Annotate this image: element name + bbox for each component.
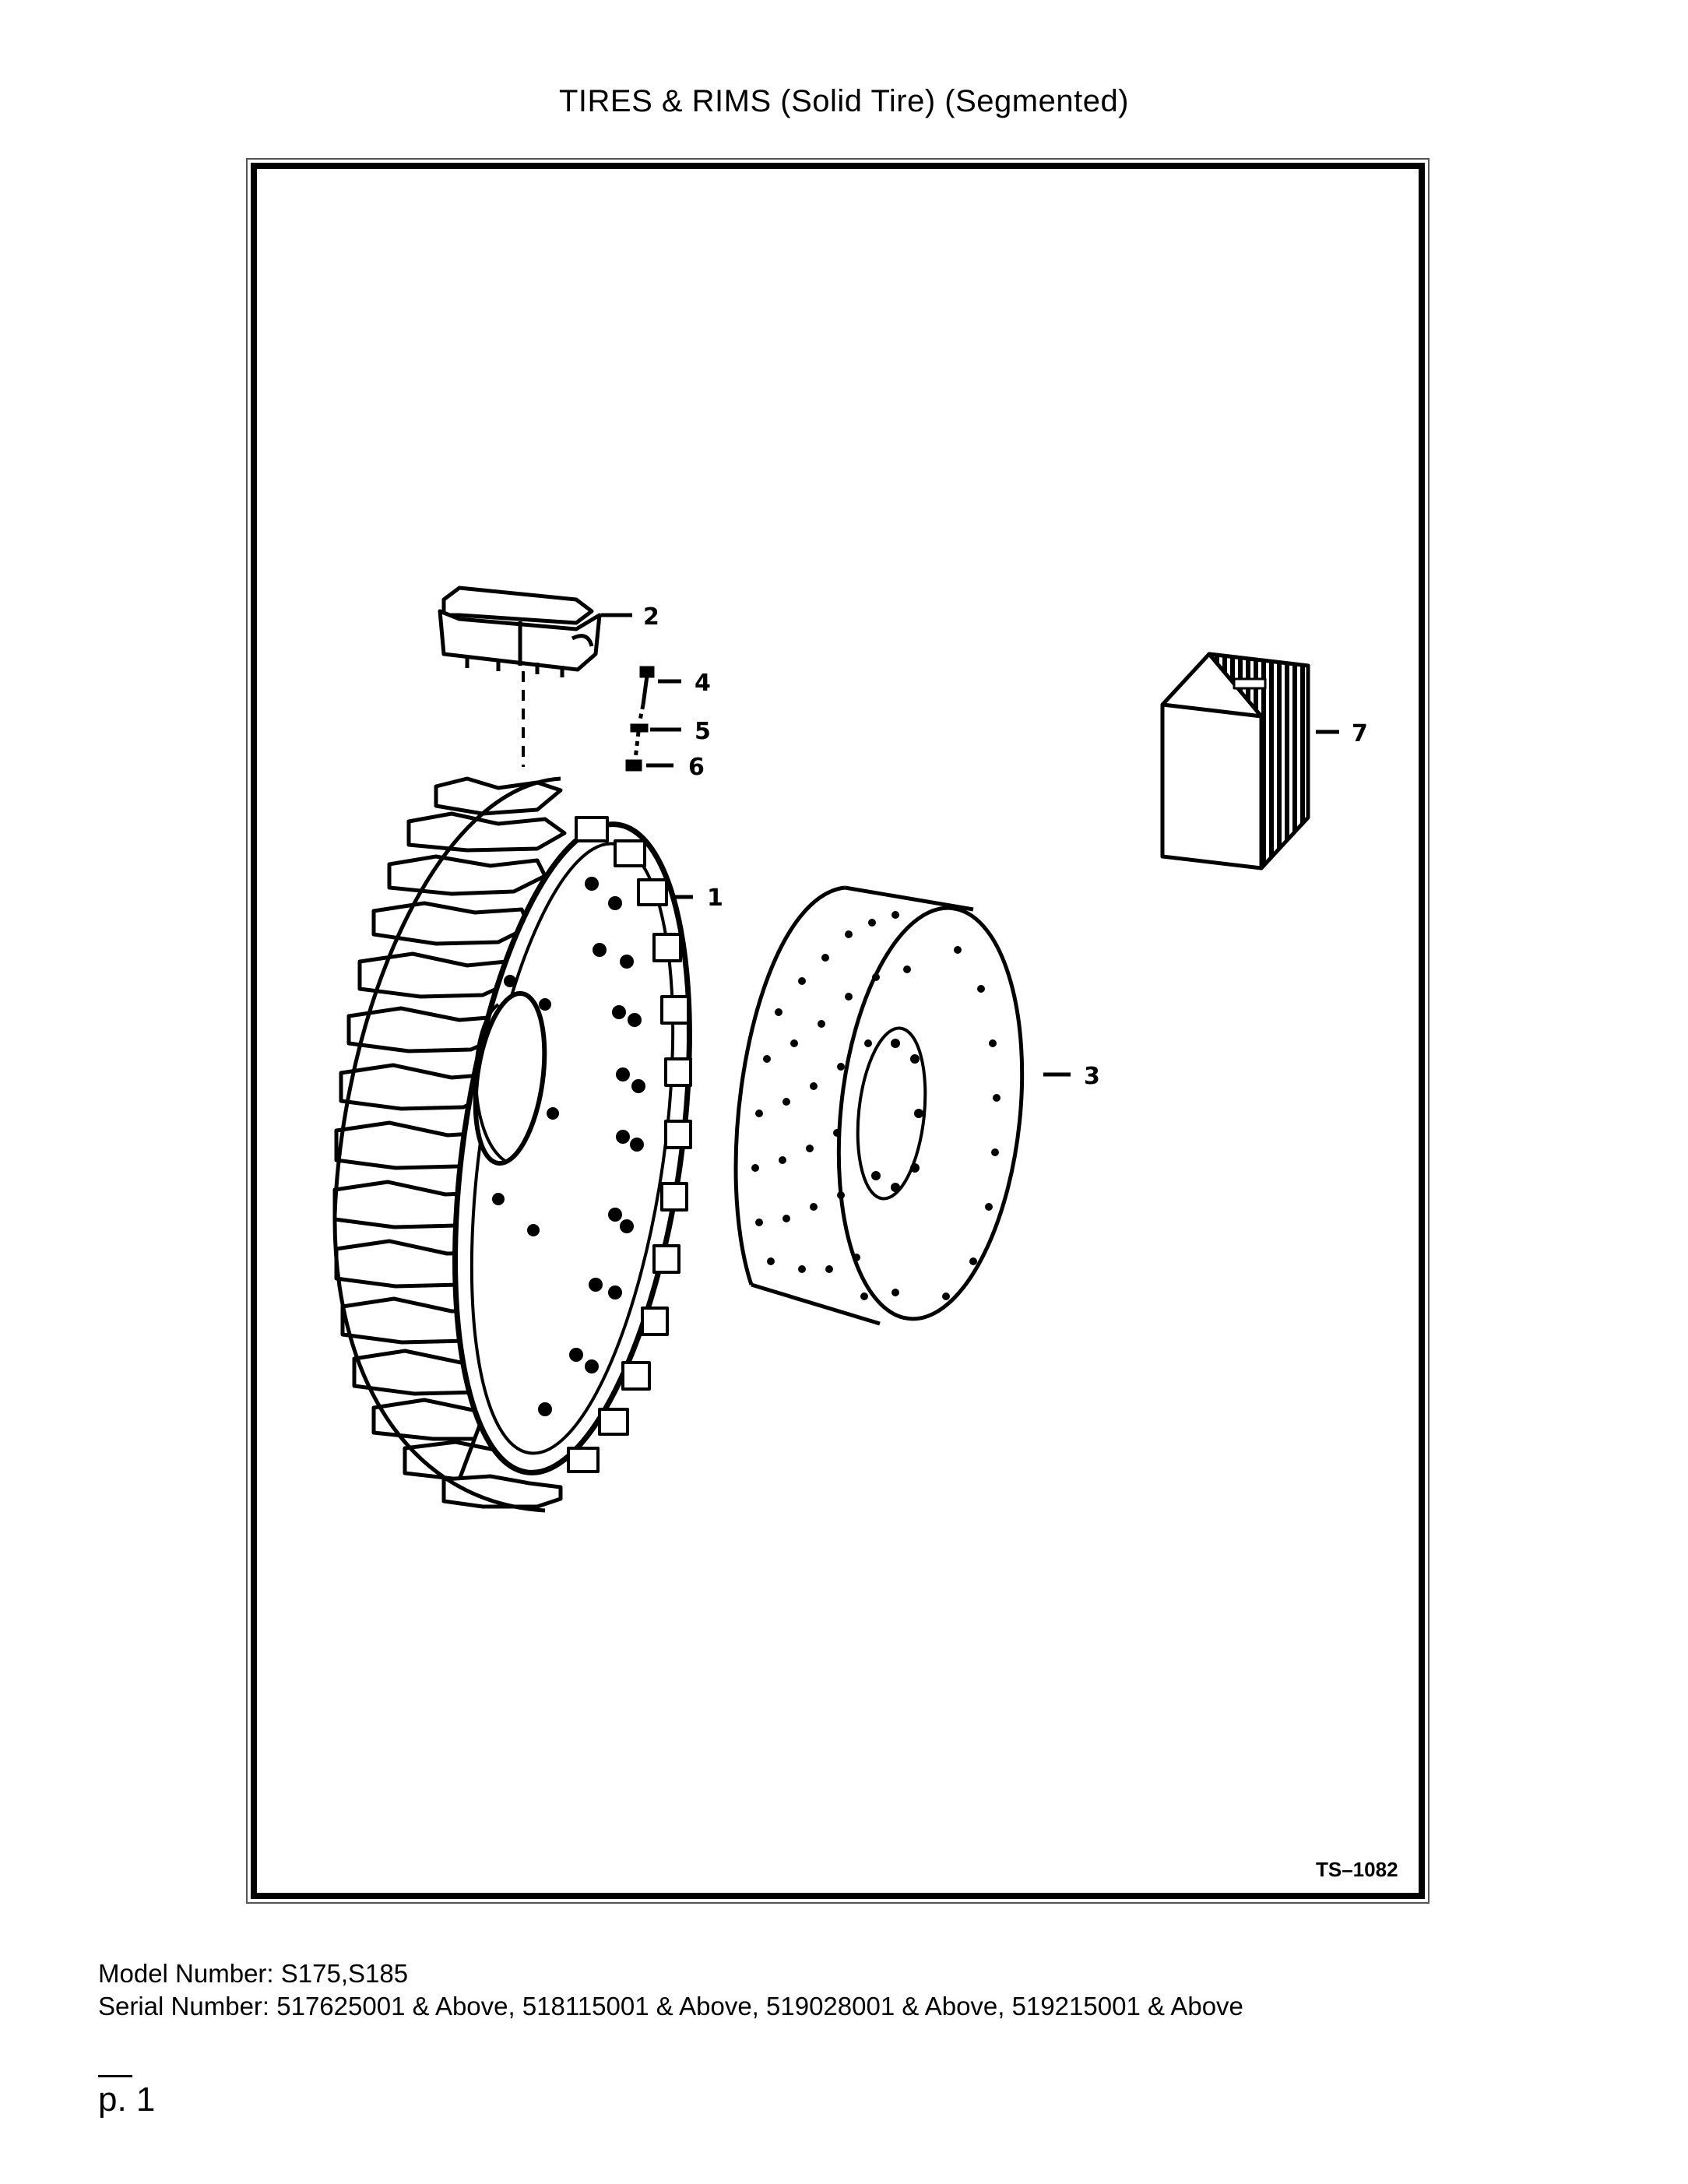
illustration-frame: [251, 163, 1425, 1899]
callout-6: 6: [688, 754, 705, 781]
callout-7: 7: [1352, 720, 1368, 747]
page-title: TIRES & RIMS (Solid Tire) (Segmented): [558, 84, 1130, 118]
callout-leaders: [601, 613, 1339, 1077]
fastener-stack: [625, 666, 655, 772]
model-number: Model Number: S175,S185: [98, 1959, 409, 1988]
page-divider: [98, 2075, 132, 2077]
tread-segment-part: [438, 586, 602, 767]
serial-number: Serial Number: 517625001 & Above, 518115…: [98, 1992, 1243, 2020]
solid-tire-part: [332, 776, 692, 1513]
figure-id: TS–1082: [1316, 1858, 1398, 1881]
segment-pack-part: [1160, 652, 1310, 870]
page-number: p. 1: [98, 2080, 156, 2119]
callout-4: 4: [695, 670, 711, 697]
illustration-frame-outer: [246, 158, 1430, 1904]
rim-part: [733, 885, 1025, 1326]
callout-2: 2: [643, 603, 659, 631]
callout-1: 1: [707, 885, 723, 912]
callout-3: 3: [1084, 1063, 1100, 1090]
callout-5: 5: [695, 718, 711, 745]
